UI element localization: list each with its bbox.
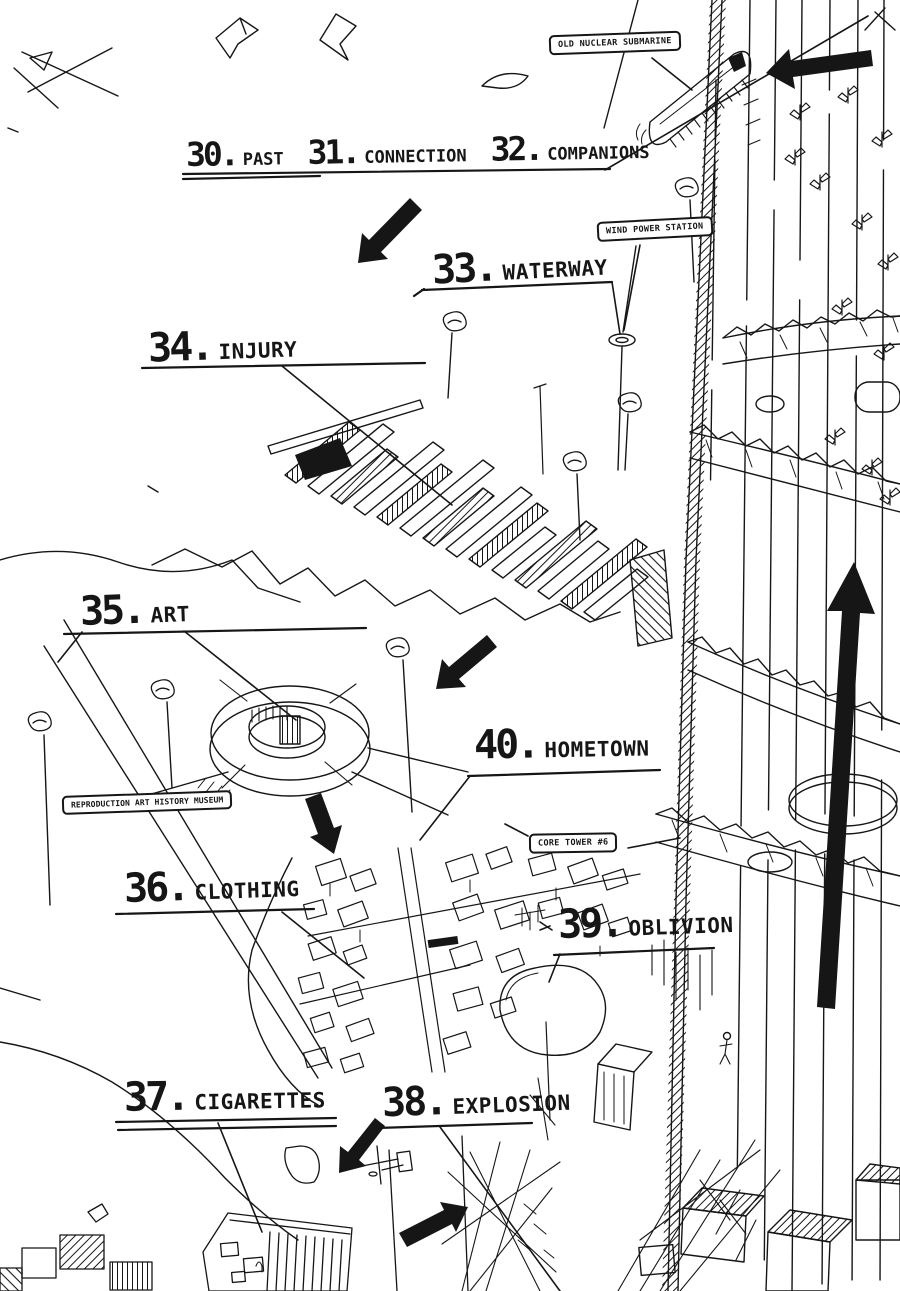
chapter-label-36: 36. CLOTHING bbox=[123, 863, 300, 913]
arrow-mid-downleft-icon bbox=[436, 635, 497, 689]
chapter-label-37: 37. CIGARETTES bbox=[123, 1073, 326, 1121]
arrow-below-art-icon bbox=[305, 793, 342, 854]
wind-power-station-sketch bbox=[533, 245, 637, 475]
chapter-title: CLOTHING bbox=[194, 876, 300, 905]
chapter-number: 35. bbox=[79, 586, 145, 635]
arrow-bottom-downleft-icon bbox=[339, 1118, 385, 1173]
callout-label: REPRODUCTION ART HISTORY MUSEUM bbox=[70, 795, 224, 810]
chapter-label-35: 35. ART bbox=[79, 586, 191, 635]
chapter-label-30: 30. PAST bbox=[185, 134, 284, 175]
direction-arrows bbox=[305, 49, 875, 1247]
chapter-label-40: 40. HOMETOWN bbox=[473, 721, 650, 769]
chapter-number: 33. bbox=[430, 244, 497, 294]
callout-label: OLD NUCLEAR SUBMARINE bbox=[557, 36, 672, 50]
chapter-title: INJURY bbox=[218, 337, 298, 365]
chapter-title: COMPANIONS bbox=[547, 142, 650, 165]
chapter-title: CONNECTION bbox=[364, 146, 467, 168]
chapter-number: 34. bbox=[147, 323, 213, 372]
core-tower-sketch bbox=[617, 0, 900, 1291]
chapter-number: 32. bbox=[490, 128, 542, 169]
bottom-right-cubes bbox=[593, 1043, 900, 1291]
chapter-title: HOMETOWN bbox=[544, 736, 650, 763]
art-museum-ring bbox=[197, 679, 371, 799]
chapter-label-32: 32. COMPANIONS bbox=[490, 128, 650, 169]
chapter-title: EXPLOSION bbox=[452, 1090, 572, 1119]
chapter-label-31: 31. CONNECTION bbox=[307, 132, 467, 172]
chapter-label-38: 38. EXPLOSION bbox=[381, 1077, 572, 1127]
ruined-city-band bbox=[151, 399, 673, 647]
label-leader-lines bbox=[57, 15, 869, 1291]
sky-debris bbox=[7, 0, 896, 493]
arrow-bottom-upright-icon bbox=[399, 1202, 468, 1247]
callout-label: WIND POWER STATION bbox=[605, 221, 704, 237]
submarine-sketch bbox=[635, 50, 752, 148]
chapter-number: 38. bbox=[381, 1078, 447, 1127]
arrow-tower-up-icon bbox=[817, 562, 875, 1009]
chapter-title: ART bbox=[150, 602, 191, 628]
coastline-sketch bbox=[0, 550, 333, 1241]
callout-label: CORE TOWER #6 bbox=[537, 837, 609, 849]
arrow-to-submarine-icon bbox=[766, 49, 873, 89]
chapter-number: 39. bbox=[557, 899, 623, 949]
chapter-number: 30. bbox=[185, 134, 237, 175]
hometown-grid bbox=[297, 846, 641, 1121]
chapter-number: 40. bbox=[473, 721, 538, 769]
bottom-town bbox=[0, 1077, 561, 1291]
chapter-title: PAST bbox=[242, 149, 284, 171]
chapter-number: 36. bbox=[123, 863, 189, 913]
chapter-number: 31. bbox=[307, 132, 359, 172]
chapter-label-39: 39. OBLIVION bbox=[557, 899, 734, 949]
chapter-title: WATERWAY bbox=[501, 255, 609, 285]
lamp-posts bbox=[27, 177, 699, 906]
chapter-number: 37. bbox=[123, 1073, 188, 1121]
chapter-title: CIGARETTES bbox=[194, 1088, 326, 1115]
callout-core-tower-6: CORE TOWER #6 bbox=[528, 832, 618, 854]
chapter-title: OBLIVION bbox=[628, 912, 734, 941]
chapter-label-34: 34. INJURY bbox=[147, 323, 298, 372]
arrow-upper-downleft-icon bbox=[358, 198, 422, 263]
